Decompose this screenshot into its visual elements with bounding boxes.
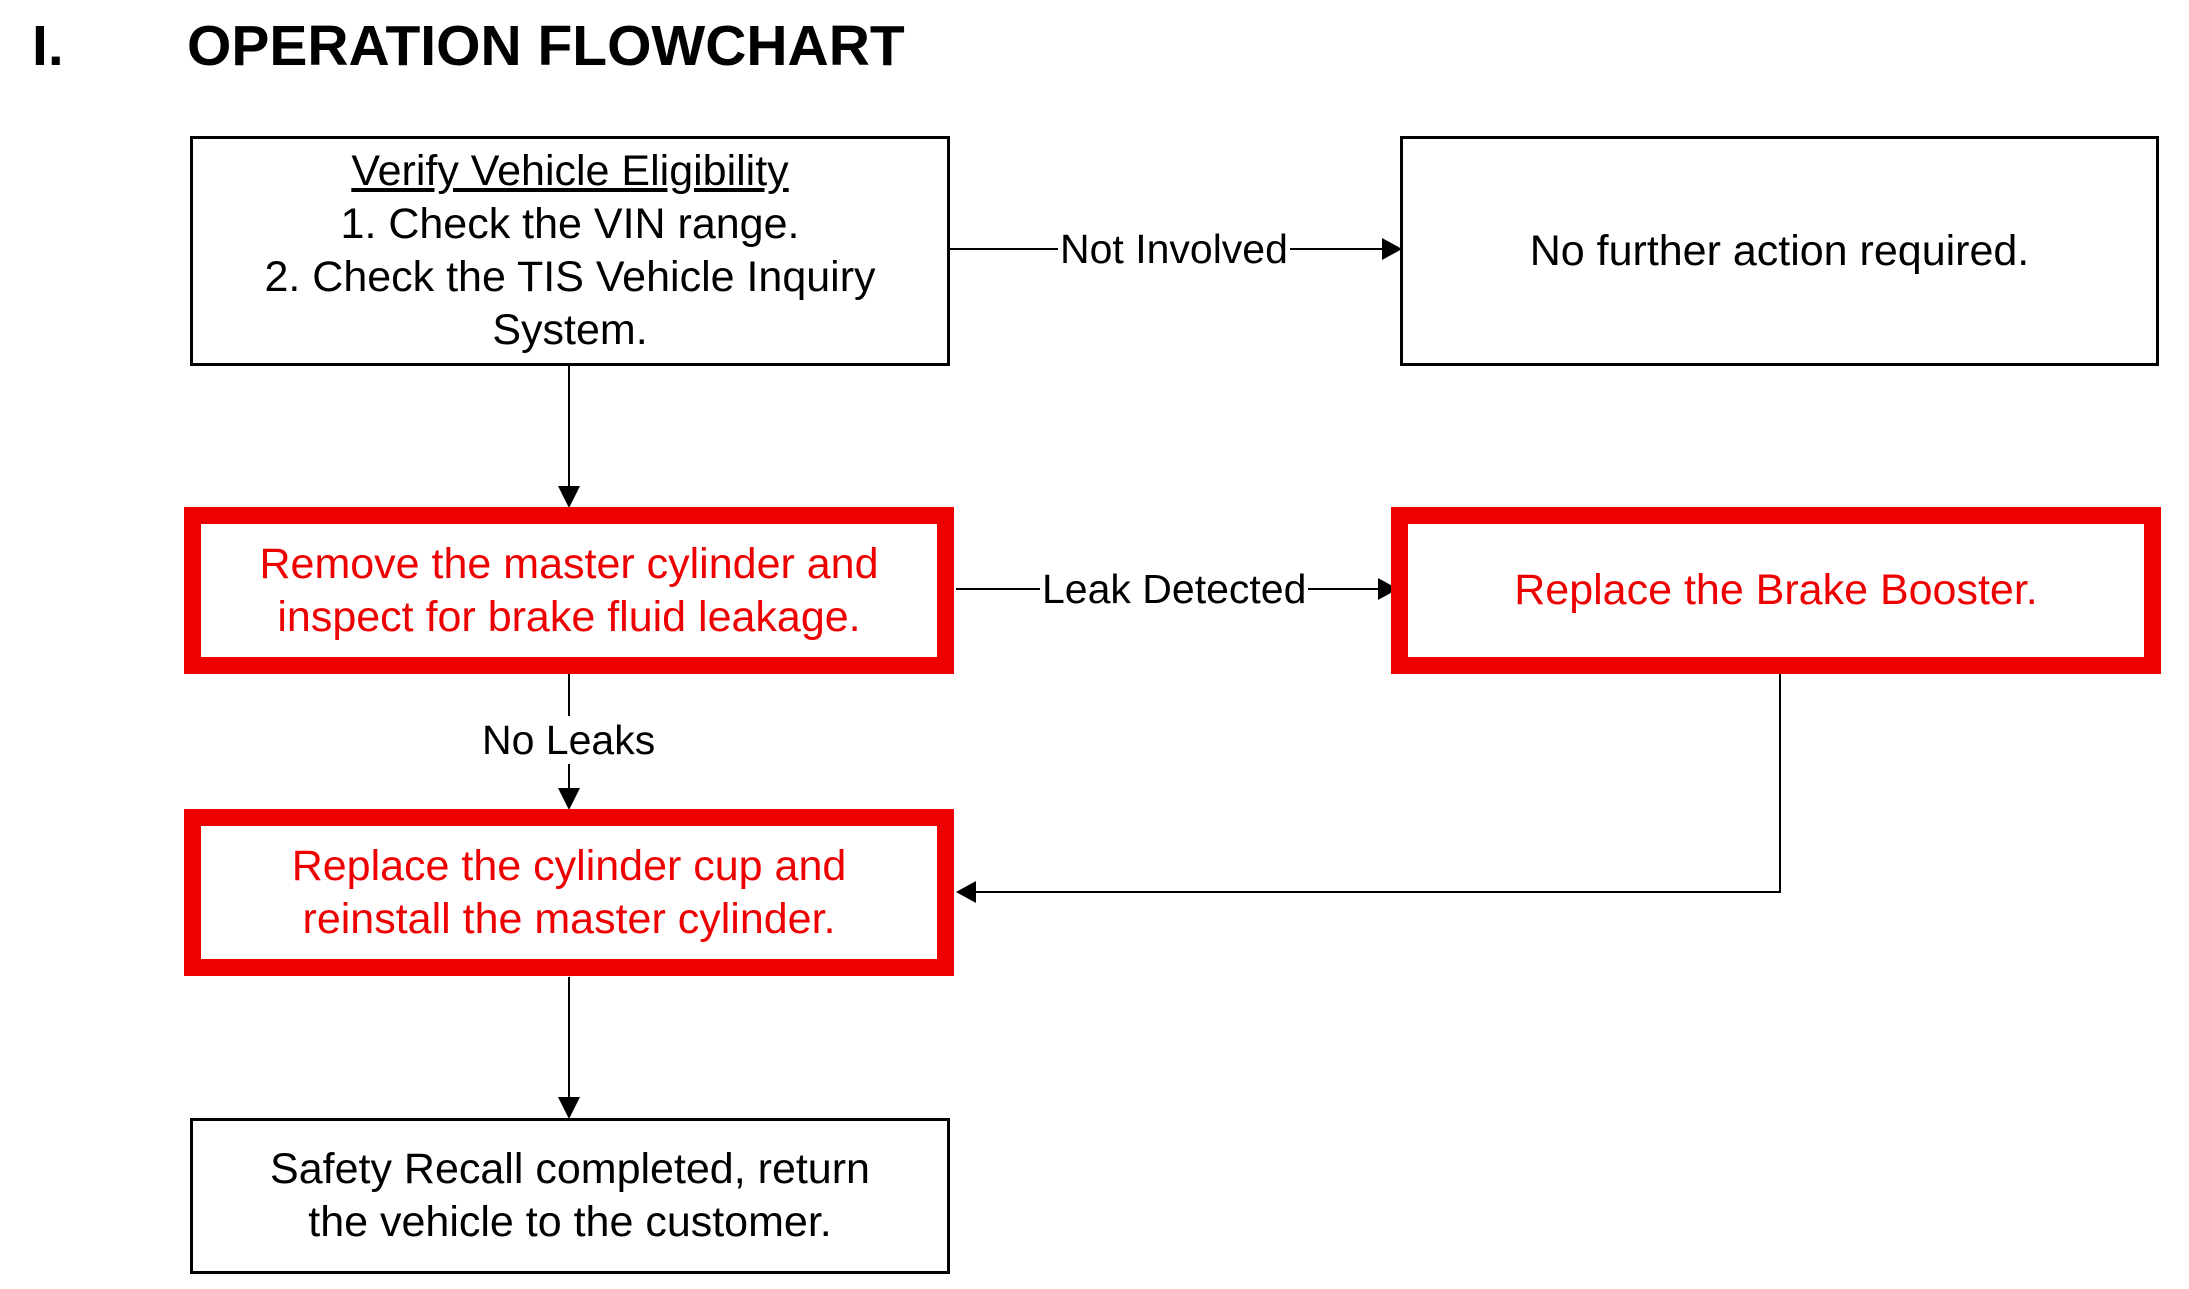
edge-label-not-involved: Not Involved bbox=[1058, 225, 1290, 273]
edge-cup-complete-arrowhead bbox=[558, 1097, 580, 1119]
node-no-action-line-1: No further action required. bbox=[1529, 226, 2030, 275]
edge-verify-inspect-arrowhead bbox=[558, 486, 580, 508]
node-inspect-line-2: inspect for brake fluid leakage. bbox=[277, 592, 861, 641]
edge-booster-cup-line bbox=[974, 674, 1781, 893]
node-replace-cylinder-cup: Replace the cylinder cup and reinstall t… bbox=[184, 809, 954, 976]
node-complete-line-2: the vehicle to the customer. bbox=[308, 1198, 832, 1246]
node-no-action: No further action required. bbox=[1400, 136, 2159, 366]
edge-label-no-leaks: No Leaks bbox=[480, 716, 658, 764]
node-replace-brake-booster: Replace the Brake Booster. bbox=[1391, 507, 2161, 674]
edge-no-leaks-arrowhead bbox=[558, 788, 580, 810]
node-complete-line-1: Safety Recall completed, return bbox=[270, 1145, 870, 1193]
node-recall-completed: Safety Recall completed, return the vehi… bbox=[190, 1118, 950, 1274]
edge-label-leak-detected: Leak Detected bbox=[1040, 565, 1309, 613]
node-verify-line-3: System. bbox=[492, 306, 648, 354]
node-inspect-line-1: Remove the master cylinder and bbox=[259, 539, 879, 588]
node-verify-eligibility: Verify Vehicle Eligibility 1. Check the … bbox=[190, 136, 950, 366]
node-verify-line-2: 2. Check the TIS Vehicle Inquiry bbox=[264, 253, 876, 301]
node-inspect-master-cylinder: Remove the master cylinder and inspect f… bbox=[184, 507, 954, 674]
node-cup-line-1: Replace the cylinder cup and bbox=[291, 841, 847, 890]
page-title: OPERATION FLOWCHART bbox=[187, 14, 905, 78]
edge-leak-detected-arrowhead bbox=[1378, 578, 1398, 600]
node-cup-line-2: reinstall the master cylinder. bbox=[302, 894, 836, 943]
edge-not-involved-arrowhead bbox=[1382, 238, 1402, 260]
section-number: I. bbox=[32, 14, 64, 78]
node-verify-heading: Verify Vehicle Eligibility bbox=[351, 147, 789, 195]
node-booster-line-1: Replace the Brake Booster. bbox=[1514, 566, 2038, 614]
edge-booster-cup-arrowhead bbox=[956, 881, 976, 903]
node-verify-line-1: 1. Check the VIN range. bbox=[340, 200, 800, 248]
